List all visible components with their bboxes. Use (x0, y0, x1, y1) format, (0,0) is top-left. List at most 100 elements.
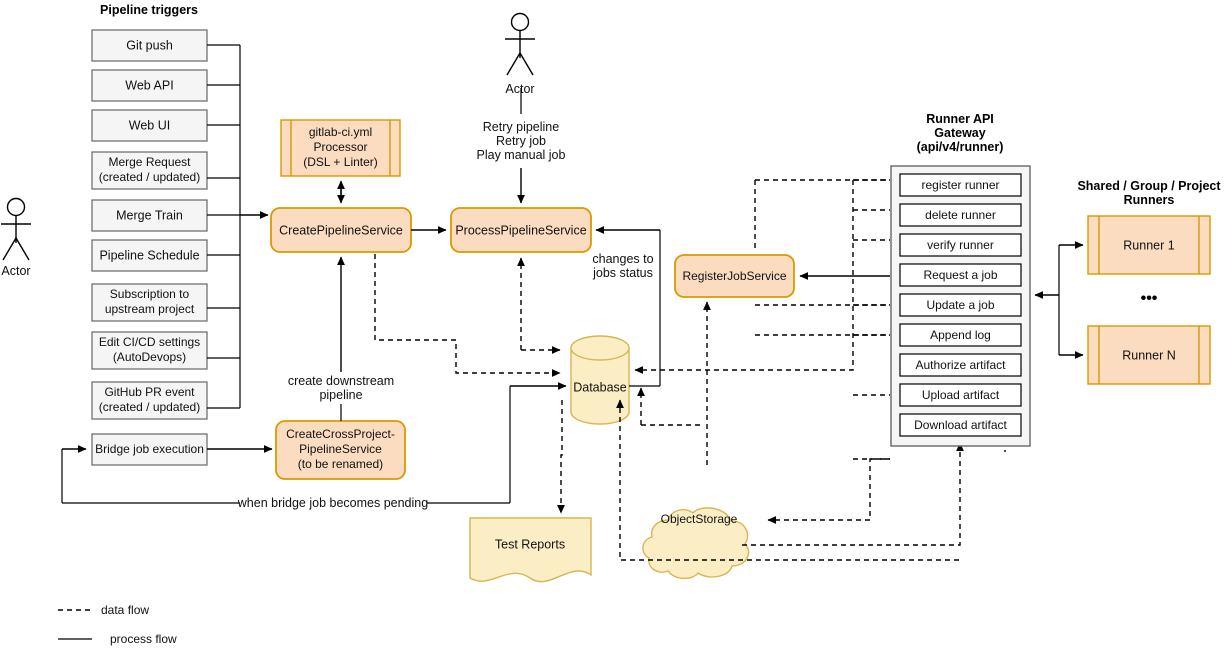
gateway-runners-flow (1034, 241, 1084, 359)
runner-1[interactable]: Runner 1 (1087, 215, 1211, 275)
service-label: CreatePipelineService (279, 223, 403, 237)
legend-label-process-flow: process flow (110, 632, 177, 646)
downstream-label-line2: pipeline (319, 388, 362, 402)
trigger-merge-request[interactable]: Merge Request (created / updated) (91, 151, 208, 190)
trigger-sublabel: (created / updated) (99, 400, 200, 414)
trigger-bridge-job-execution[interactable]: Bridge job execution (91, 433, 208, 466)
trigger-edit-cicd-settings[interactable]: Edit CI/CD settings (AutoDevops) (91, 331, 208, 370)
store-database[interactable]: Database (570, 335, 630, 425)
database-bottom-dataflow (616, 399, 959, 561)
endpoint-label: Append log (930, 328, 991, 342)
service-register-job[interactable]: RegisterJobService (674, 254, 795, 298)
gateway-endpoint-verify-runner[interactable]: verify runner (899, 233, 1022, 257)
actor-top-label: Actor (505, 82, 534, 96)
actor-top: Actor (505, 12, 535, 96)
changes-label-line2: jobs status (592, 266, 653, 280)
runners-heading: Shared / Group / Project Runners (1077, 179, 1221, 207)
gateway-endpoint-request-a-job[interactable]: Request a job (899, 263, 1022, 287)
gateway-endpoint-append-log[interactable]: Append log (899, 323, 1022, 347)
trigger-label: Web API (125, 78, 173, 92)
endpoint-label: Update a job (926, 298, 994, 312)
legend-label-data-flow: data flow (101, 603, 149, 617)
endpoint-label: Upload artifact (922, 388, 1000, 402)
retry-labels: Retry pipeline Retry job Play manual job (477, 120, 566, 162)
service-create-pipeline[interactable]: CreatePipelineService (270, 207, 412, 253)
trigger-label: Edit CI/CD settings (99, 335, 200, 349)
store-label: ObjectStorage (661, 512, 738, 526)
retry-label-line3: Play manual job (477, 148, 566, 162)
trigger-sublabel: (AutoDevops) (113, 350, 186, 364)
gateway-heading-line3: (api/v4/runner) (917, 140, 1004, 154)
service-yml-processor[interactable]: gitlab-ci.yml Processor (DSL + Linter) (280, 119, 401, 177)
gateway-endpoint-update-a-job[interactable]: Update a job (899, 293, 1022, 317)
create-downstream-pipeline-flow: create downstream pipeline (288, 256, 394, 421)
gateway-endpoint-download-artifact[interactable]: Download artifact (899, 413, 1022, 437)
objectstorage-to-downloadartifact-dataflow (742, 442, 964, 546)
database-to-testreports-dataflow (557, 400, 565, 514)
trigger-github-pr-event[interactable]: GitHub PR event (created / updated) (91, 381, 208, 420)
label-when-bridge-pending: when bridge job becomes pending (237, 496, 428, 510)
trigger-label: Git push (126, 38, 173, 52)
gateway-heading-line1: Runner API (926, 112, 994, 126)
runners-heading-line2: Runners (1124, 193, 1175, 207)
runner-api-gateway: register runner delete runner verify run… (890, 165, 1031, 447)
store-label: Database (573, 380, 627, 394)
trigger-pipeline-schedule[interactable]: Pipeline Schedule (91, 239, 208, 272)
retry-label-line1: Retry pipeline (483, 120, 559, 134)
gateway-endpoint-delete-runner[interactable]: delete runner (899, 203, 1022, 227)
service-label-line3: (DSL + Linter) (303, 155, 378, 169)
gateway-endpoint-upload-artifact[interactable]: Upload artifact (899, 383, 1022, 407)
trigger-web-api[interactable]: Web API (91, 69, 208, 102)
runner-label: Runner 1 (1123, 238, 1174, 252)
runner-label: Runner N (1122, 348, 1176, 362)
service-label: ProcessPipelineService (455, 223, 586, 237)
trigger-label: Pipeline Schedule (99, 248, 199, 262)
endpoint-label: Request a job (923, 268, 997, 282)
endpoint-label: Authorize artifact (915, 358, 1006, 372)
uploadartifact-to-objectstorage-dataflow (767, 458, 890, 524)
runners-heading-line1: Shared / Group / Project (1077, 179, 1221, 193)
createpipeline-to-database-dataflow (374, 254, 561, 377)
service-label-line1: gitlab-ci.yml (309, 125, 372, 139)
store-object-storage[interactable]: ObjectStorage (642, 507, 750, 580)
trigger-web-ui[interactable]: Web UI (91, 109, 208, 142)
retry-label-line2: Retry job (496, 134, 546, 148)
actor-left-label: Actor (1, 264, 30, 278)
trigger-label: GitHub PR event (104, 385, 195, 399)
legend: data flow process flow (58, 603, 177, 646)
actor-left: Actor (1, 197, 31, 278)
trigger-label: Merge Train (116, 208, 183, 222)
actor-to-bridge-flow (61, 445, 240, 504)
gateway-heading: Runner API Gateway (api/v4/runner) (917, 112, 1004, 154)
endpoints-to-database-dataflow (634, 179, 1006, 460)
service-process-pipeline[interactable]: ProcessPipelineService (450, 207, 592, 253)
trigger-label: Bridge job execution (95, 442, 204, 456)
runners-ellipsis: ••• (1141, 290, 1158, 307)
trigger-bus-lines (207, 44, 269, 409)
gateway-heading-line2: Gateway (934, 126, 985, 140)
service-create-cross-project-pipeline[interactable]: CreateCrossProject- PipelineService (to … (275, 420, 406, 480)
service-label-line1: CreateCrossProject- (286, 427, 395, 441)
gateway-endpoint-authorize-artifact[interactable]: Authorize artifact (899, 353, 1022, 377)
service-label-line3: (to be renamed) (298, 457, 383, 471)
endpoint-label: verify runner (927, 238, 994, 252)
changes-to-jobs-status: changes to jobs status (592, 226, 661, 387)
gateway-endpoint-register-runner[interactable]: register runner (899, 173, 1022, 197)
trigger-merge-train[interactable]: Merge Train (91, 199, 208, 232)
endpoint-label: register runner (921, 178, 999, 192)
pipeline-triggers-heading: Pipeline triggers (100, 3, 198, 17)
service-label-line2: PipelineService (299, 442, 382, 456)
endpoint-label: Download artifact (914, 418, 1007, 432)
runner-n[interactable]: Runner N (1087, 325, 1211, 385)
trigger-git-push[interactable]: Git push (91, 29, 208, 62)
trigger-sublabel: upstream project (105, 302, 195, 316)
service-label: RegisterJobService (682, 269, 786, 283)
trigger-subscription-upstream[interactable]: Subscription to upstream project (91, 283, 208, 322)
trigger-sublabel: (created / updated) (99, 170, 200, 184)
service-label-line2: Processor (313, 140, 367, 154)
store-label: Test Reports (495, 537, 565, 551)
endpoint-label: delete runner (925, 208, 996, 222)
processpipeline-database-dataflow (517, 257, 561, 354)
store-test-reports[interactable]: Test Reports (469, 517, 592, 583)
